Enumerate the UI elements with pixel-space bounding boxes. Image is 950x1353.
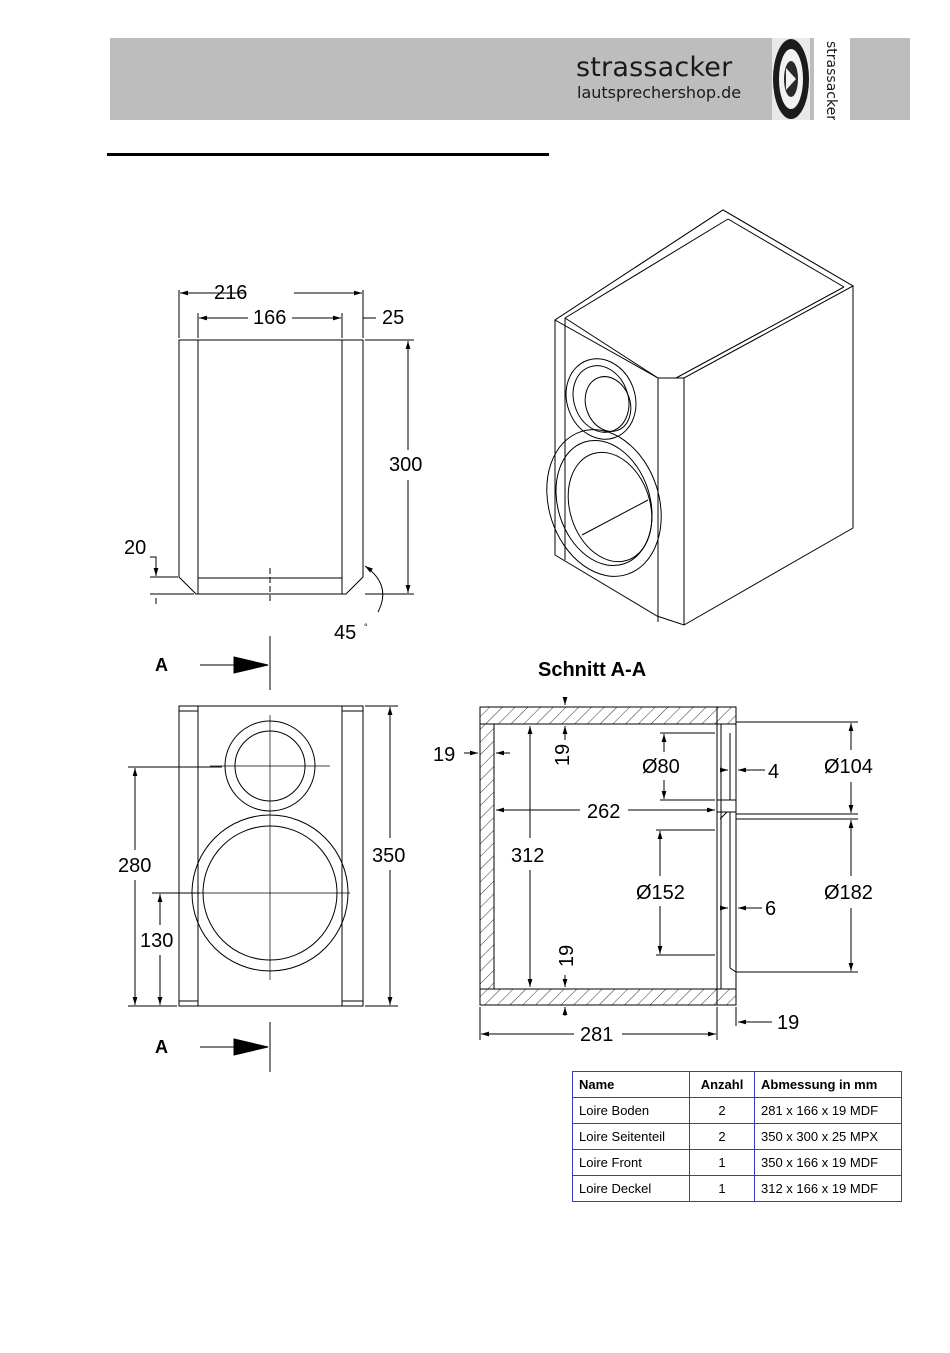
- cell-dimensions: 350 x 166 x 19 MDF: [754, 1149, 902, 1176]
- logo-text: strassacker: [823, 41, 839, 120]
- dim-280: 280: [118, 855, 151, 877]
- cell-count: 2: [689, 1097, 755, 1124]
- dim-woofer-recess: 6: [765, 898, 776, 920]
- dim-woofer-cut: Ø152: [636, 882, 685, 904]
- column-header-count: Anzahl: [689, 1071, 755, 1098]
- dim-woofer-flange: Ø182: [824, 882, 873, 904]
- dim-wall-bottom: 19: [556, 945, 578, 967]
- table-row: Loire Boden 2 281 x 166 x 19 MDF: [572, 1097, 902, 1124]
- header-banner: strassacker lautsprechershop.de strassac…: [110, 38, 910, 120]
- dim-front-19: 19: [777, 1012, 799, 1034]
- degree-mark: °: [364, 622, 368, 632]
- cell-count: 1: [689, 1175, 755, 1202]
- dim-130: 130: [140, 930, 173, 952]
- top-view: 216 166 25 300 20 45 °: [124, 282, 422, 644]
- column-header-name: Name: [572, 1071, 690, 1098]
- dim-166: 166: [253, 307, 286, 329]
- isometric-view: [546, 209, 855, 626]
- dim-25: 25: [382, 307, 404, 329]
- dim-281: 281: [580, 1024, 613, 1046]
- dim-312: 312: [511, 845, 544, 867]
- cell-dimensions: 281 x 166 x 19 MDF: [754, 1097, 902, 1124]
- speaker-logo-icon: strassacker: [772, 38, 850, 120]
- dim-262: 262: [587, 801, 620, 823]
- dim-216: 216: [214, 282, 247, 304]
- parts-table: Name Anzahl Abmessung in mm Loire Boden …: [572, 1071, 902, 1202]
- table-row: Loire Seitenteil 2 350 x 300 x 25 MPX: [572, 1123, 902, 1150]
- dim-tweeter-flange: Ø104: [824, 756, 873, 778]
- dim-tweeter-recess: 4: [768, 761, 779, 783]
- brand-name: strassacker: [576, 52, 733, 83]
- front-view: A A 350 280 130: [118, 636, 405, 1072]
- table-row: Loire Front 1 350 x 166 x 19 MDF: [572, 1149, 902, 1176]
- cell-name: Loire Seitenteil: [572, 1123, 690, 1150]
- cell-count: 2: [689, 1123, 755, 1150]
- cell-name: Loire Deckel: [572, 1175, 690, 1202]
- dim-350: 350: [372, 845, 405, 867]
- brand-url: lautsprechershop.de: [577, 83, 742, 102]
- cell-dimensions: 312 x 166 x 19 MDF: [754, 1175, 902, 1202]
- cell-name: Loire Boden: [572, 1097, 690, 1124]
- section-title: Schnitt A-A: [538, 659, 647, 681]
- dim-300: 300: [389, 454, 422, 476]
- dim-tweeter-cut: Ø80: [642, 756, 680, 778]
- cell-count: 1: [689, 1149, 755, 1176]
- section-view: 19 19 19 262 312 281 19 Ø80 4 Ø104 Ø152 …: [433, 697, 873, 1046]
- table-row: Loire Deckel 1 312 x 166 x 19 MDF: [572, 1175, 902, 1202]
- dim-wall-top: 19: [552, 744, 574, 766]
- section-marker-top: A: [155, 655, 168, 675]
- dim-20: 20: [124, 537, 146, 559]
- title-rule: [107, 153, 549, 156]
- column-header-dimensions: Abmessung in mm: [754, 1071, 902, 1098]
- dim-45: 45: [334, 622, 356, 644]
- cell-dimensions: 350 x 300 x 25 MPX: [754, 1123, 902, 1150]
- table-header-row: Name Anzahl Abmessung in mm: [572, 1071, 902, 1098]
- dim-wall-left: 19: [433, 744, 455, 766]
- section-marker-bottom: A: [155, 1037, 168, 1057]
- cell-name: Loire Front: [572, 1149, 690, 1176]
